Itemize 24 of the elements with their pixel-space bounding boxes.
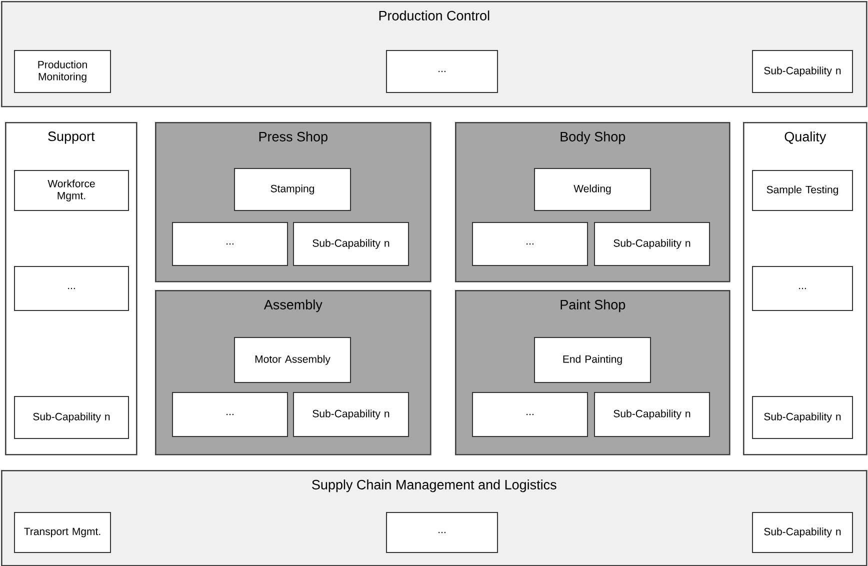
capability-box: ... (752, 266, 853, 311)
capability-box: Sub-Capability n (594, 392, 710, 437)
capability-box: Sub-Capability n (752, 396, 853, 439)
capability-box: Stamping (234, 168, 351, 211)
capability-box: ... (386, 50, 498, 93)
capability-box: Transport Mgmt. (14, 512, 111, 553)
capability-box: ... (172, 222, 288, 266)
capability-box: Production Monitoring (14, 50, 111, 93)
capability-box: Sub-Capability n (752, 50, 853, 93)
capability-box: ... (386, 512, 498, 553)
capability-box: Sub-Capability n (14, 396, 129, 439)
capability-box: ... (472, 222, 588, 266)
capability-box: Sample Testing (752, 170, 853, 211)
capability-box: Sub-Capability n (293, 392, 409, 437)
capability-box: Sub-Capability n (293, 222, 409, 266)
capability-box: Welding (534, 168, 651, 211)
capability-box: ... (472, 392, 588, 437)
capability-box: Motor Assembly (234, 337, 351, 383)
capability-box: Sub-Capability n (594, 222, 710, 266)
capability-box: ... (172, 392, 288, 437)
capability-box: ... (14, 266, 129, 311)
capability-box: Workforce Mgmt. (14, 170, 129, 211)
capability-box: Sub-Capability n (752, 512, 853, 553)
capability-box: End Painting (534, 337, 651, 383)
